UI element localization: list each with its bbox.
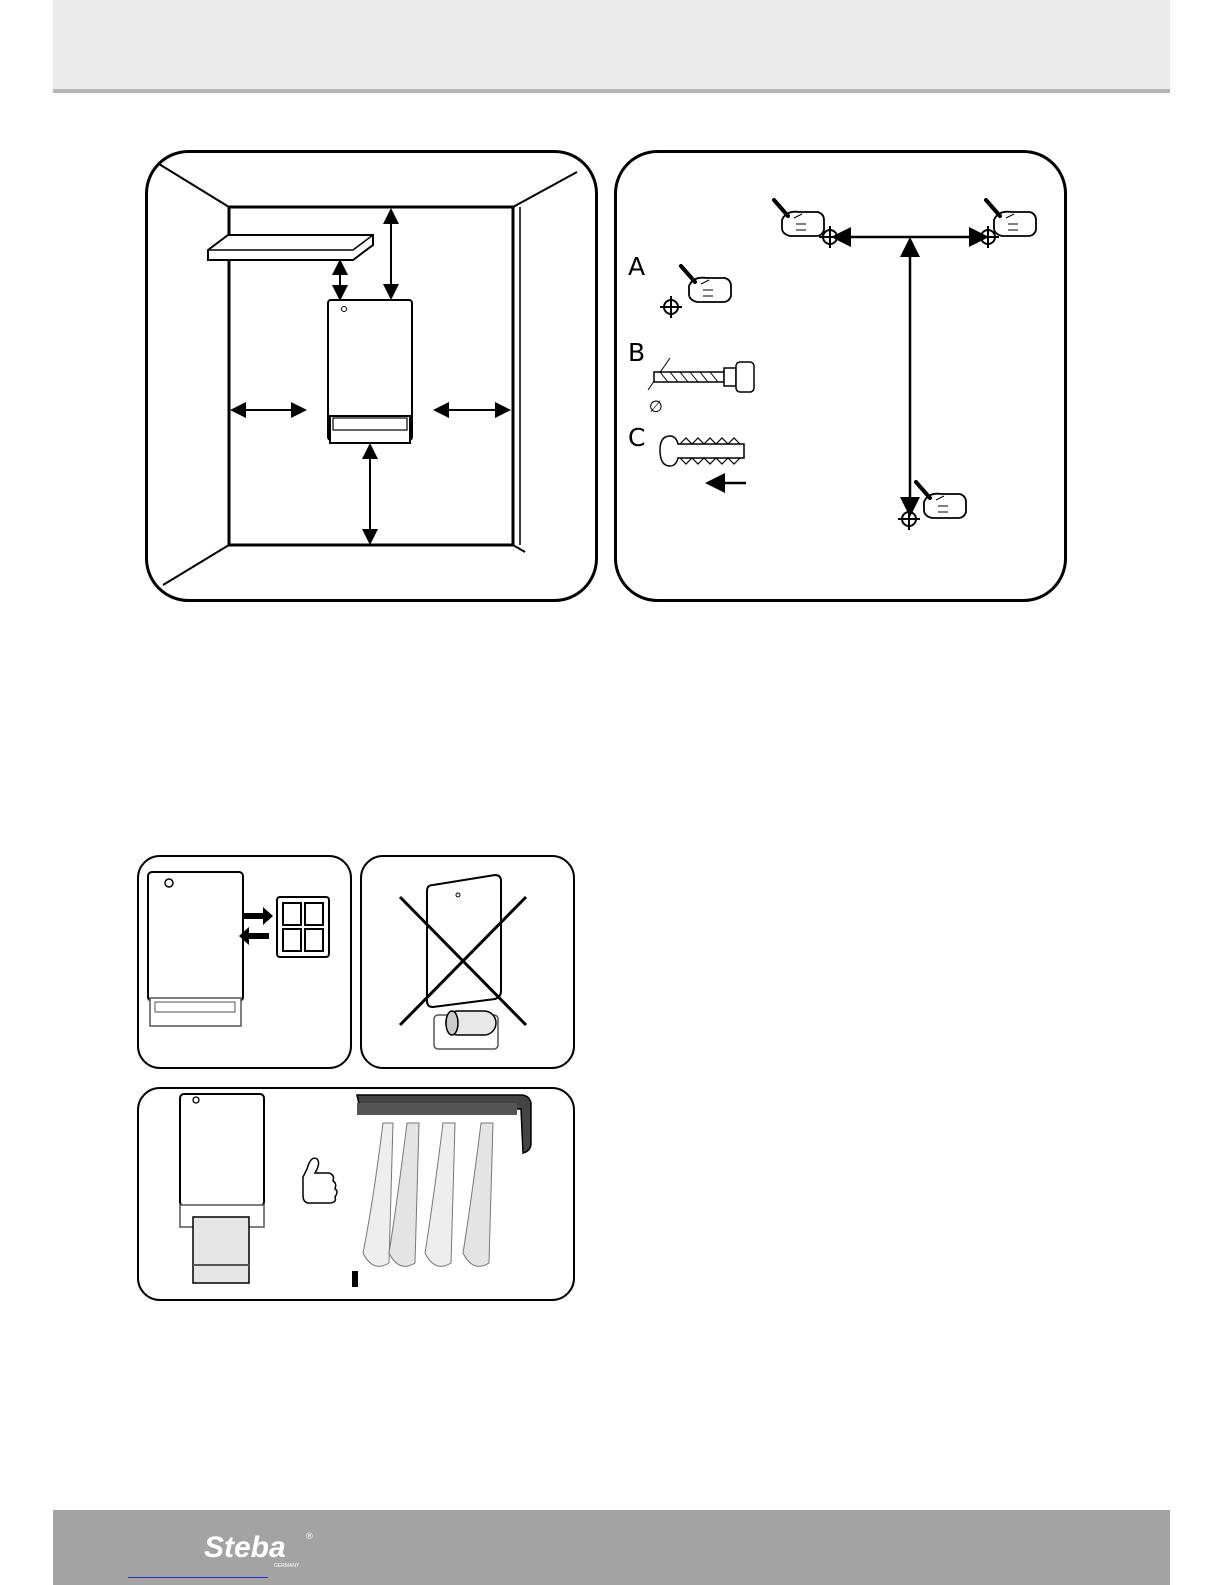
diameter-symbol: ∅ — [649, 397, 663, 416]
towel-drying-figure — [137, 1087, 575, 1301]
step-a-label: A — [628, 252, 645, 281]
footer-link-underline[interactable] — [128, 1577, 268, 1578]
do-not-cover-figure — [360, 855, 575, 1069]
brand-subline: GERMANY — [274, 1563, 300, 1569]
step-b-label: B — [628, 338, 645, 367]
page-header-band — [53, 0, 1170, 89]
step-c-label: C — [628, 423, 645, 452]
filter-removal-figure — [137, 855, 352, 1069]
brand-registered-mark: ® — [306, 1531, 313, 1541]
wall-clearance-figure — [145, 150, 598, 602]
drilling-template-figure: A B ∅ C — [614, 150, 1067, 602]
page-header-rule — [53, 89, 1170, 93]
brand-wordmark: Steba — [204, 1531, 286, 1564]
steba-logo: Steba ® GERMANY — [204, 1525, 324, 1569]
